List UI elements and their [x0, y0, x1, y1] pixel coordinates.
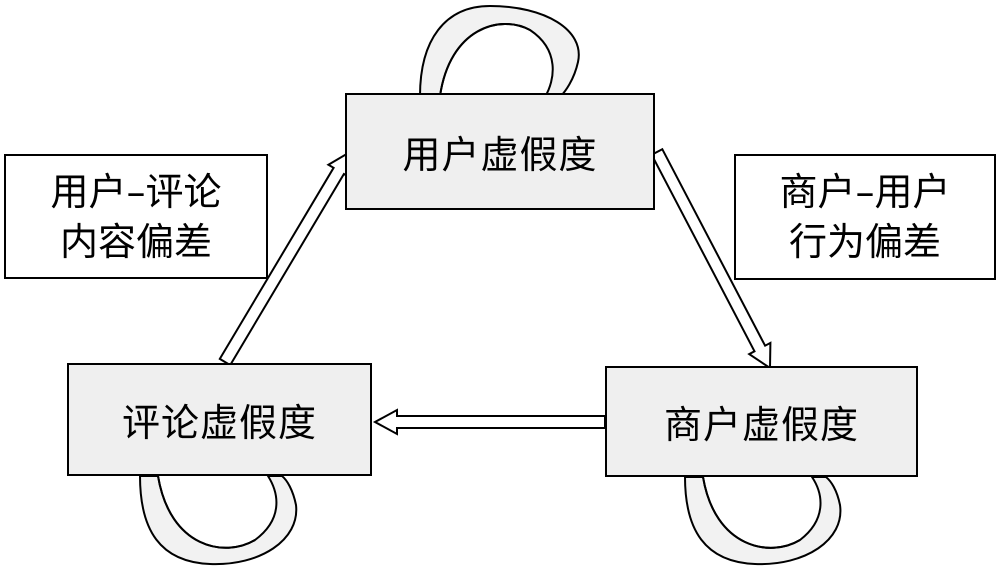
edge-merchant-to-review: [372, 408, 606, 436]
node-merchant-label: 商户虚假度: [663, 403, 859, 447]
edge-review-to-user: [218, 150, 352, 367]
note-left-line2: 内容偏差: [59, 219, 212, 264]
note-merchant-user-deviation: 商户–用户 行为偏差: [734, 154, 996, 280]
self-loop-user: [418, 4, 580, 98]
edge-layer: [138, 4, 842, 566]
note-right-line1: 商户–用户: [779, 170, 951, 214]
node-user-label: 用户虚假度: [402, 133, 598, 177]
edge-user-to-merchant: [650, 147, 772, 370]
note-right-line2: 行为偏差: [788, 220, 941, 264]
self-loop-merchant: [683, 476, 842, 566]
note-left-line1: 用户–评论: [50, 169, 222, 214]
node-review-label: 评论虚假度: [121, 401, 317, 445]
node-merchant-falseness: 商户虚假度: [605, 366, 918, 477]
node-review-falseness: 评论虚假度: [67, 363, 372, 476]
note-user-review-deviation: 用户–评论 内容偏差: [4, 154, 268, 279]
node-user-falseness: 用户虚假度: [345, 93, 655, 210]
self-loop-review: [138, 475, 298, 566]
